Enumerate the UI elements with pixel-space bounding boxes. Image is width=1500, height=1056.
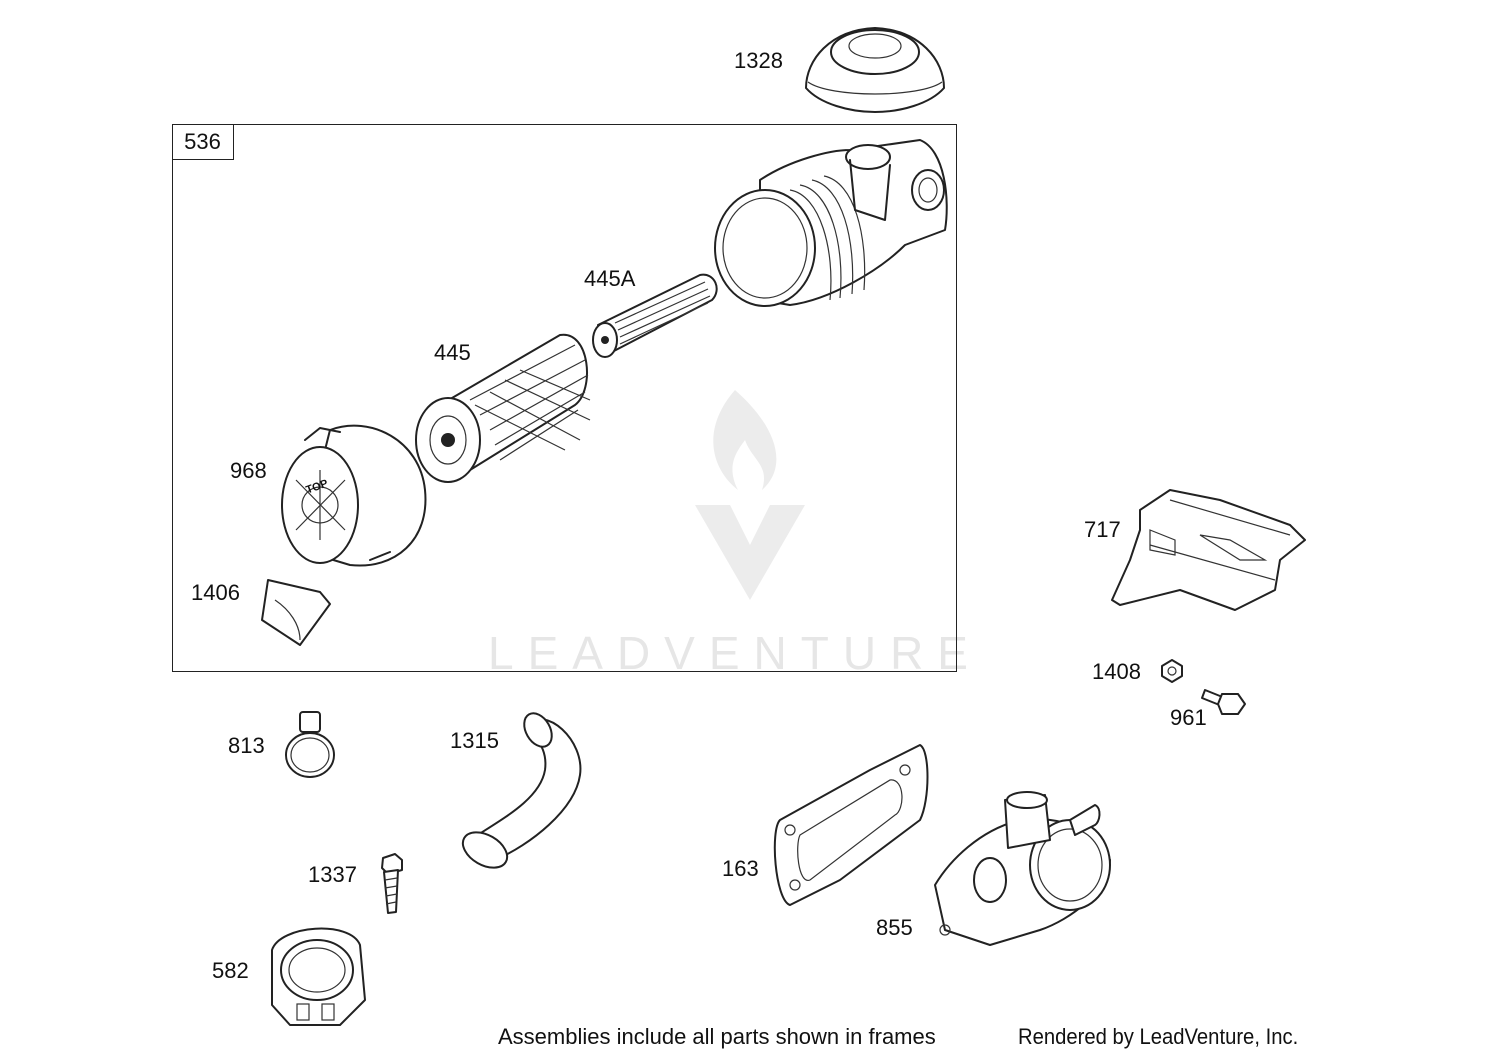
callout-1408[interactable]: 1408 <box>1092 659 1141 684</box>
part-1328-cap[interactable] <box>805 27 945 113</box>
callout-1315[interactable]: 1315 <box>450 728 499 753</box>
part-445-main-filter[interactable] <box>415 333 591 483</box>
part-445a-inner-filter[interactable] <box>592 273 718 358</box>
assembly-frame-536 <box>172 124 957 672</box>
part-163-gasket[interactable] <box>773 744 929 906</box>
callout-855[interactable]: 855 <box>876 915 913 940</box>
frame-label-536: 536 <box>172 124 234 160</box>
callout-968[interactable]: 968 <box>230 458 267 483</box>
footer-credit: Rendered by LeadVenture, Inc. <box>1018 1024 1299 1049</box>
air-cleaner-housing[interactable] <box>714 139 948 307</box>
footer-note: Assemblies include all parts shown in fr… <box>498 1024 936 1049</box>
callout-163[interactable]: 163 <box>722 856 759 881</box>
callout-1328[interactable]: 1328 <box>734 48 783 73</box>
callout-445[interactable]: 445 <box>434 340 471 365</box>
part-582-bracket[interactable] <box>271 927 366 1026</box>
part-1315-hose[interactable] <box>457 708 582 875</box>
part-1408-nut[interactable] <box>1161 659 1183 683</box>
part-855-thermostat-housing[interactable] <box>934 791 1111 946</box>
part-961-bolt[interactable] <box>1201 689 1246 715</box>
callout-717[interactable]: 717 <box>1084 517 1121 542</box>
callout-1406[interactable]: 1406 <box>191 580 240 605</box>
callout-582[interactable]: 582 <box>212 958 249 983</box>
part-1337-bolt[interactable] <box>381 853 403 914</box>
leadventure-logo <box>695 390 805 600</box>
callout-445a[interactable]: 445A <box>584 266 636 291</box>
callout-1337[interactable]: 1337 <box>308 862 357 887</box>
part-717-bracket[interactable] <box>1111 489 1306 611</box>
part-1406-valve[interactable] <box>261 579 331 646</box>
part-968-cover[interactable] <box>281 424 427 567</box>
watermark-text: LEADVENTURE <box>488 627 982 679</box>
callout-961[interactable]: 961 <box>1170 705 1207 730</box>
part-813-clamp[interactable] <box>285 711 335 778</box>
callout-813[interactable]: 813 <box>228 733 265 758</box>
